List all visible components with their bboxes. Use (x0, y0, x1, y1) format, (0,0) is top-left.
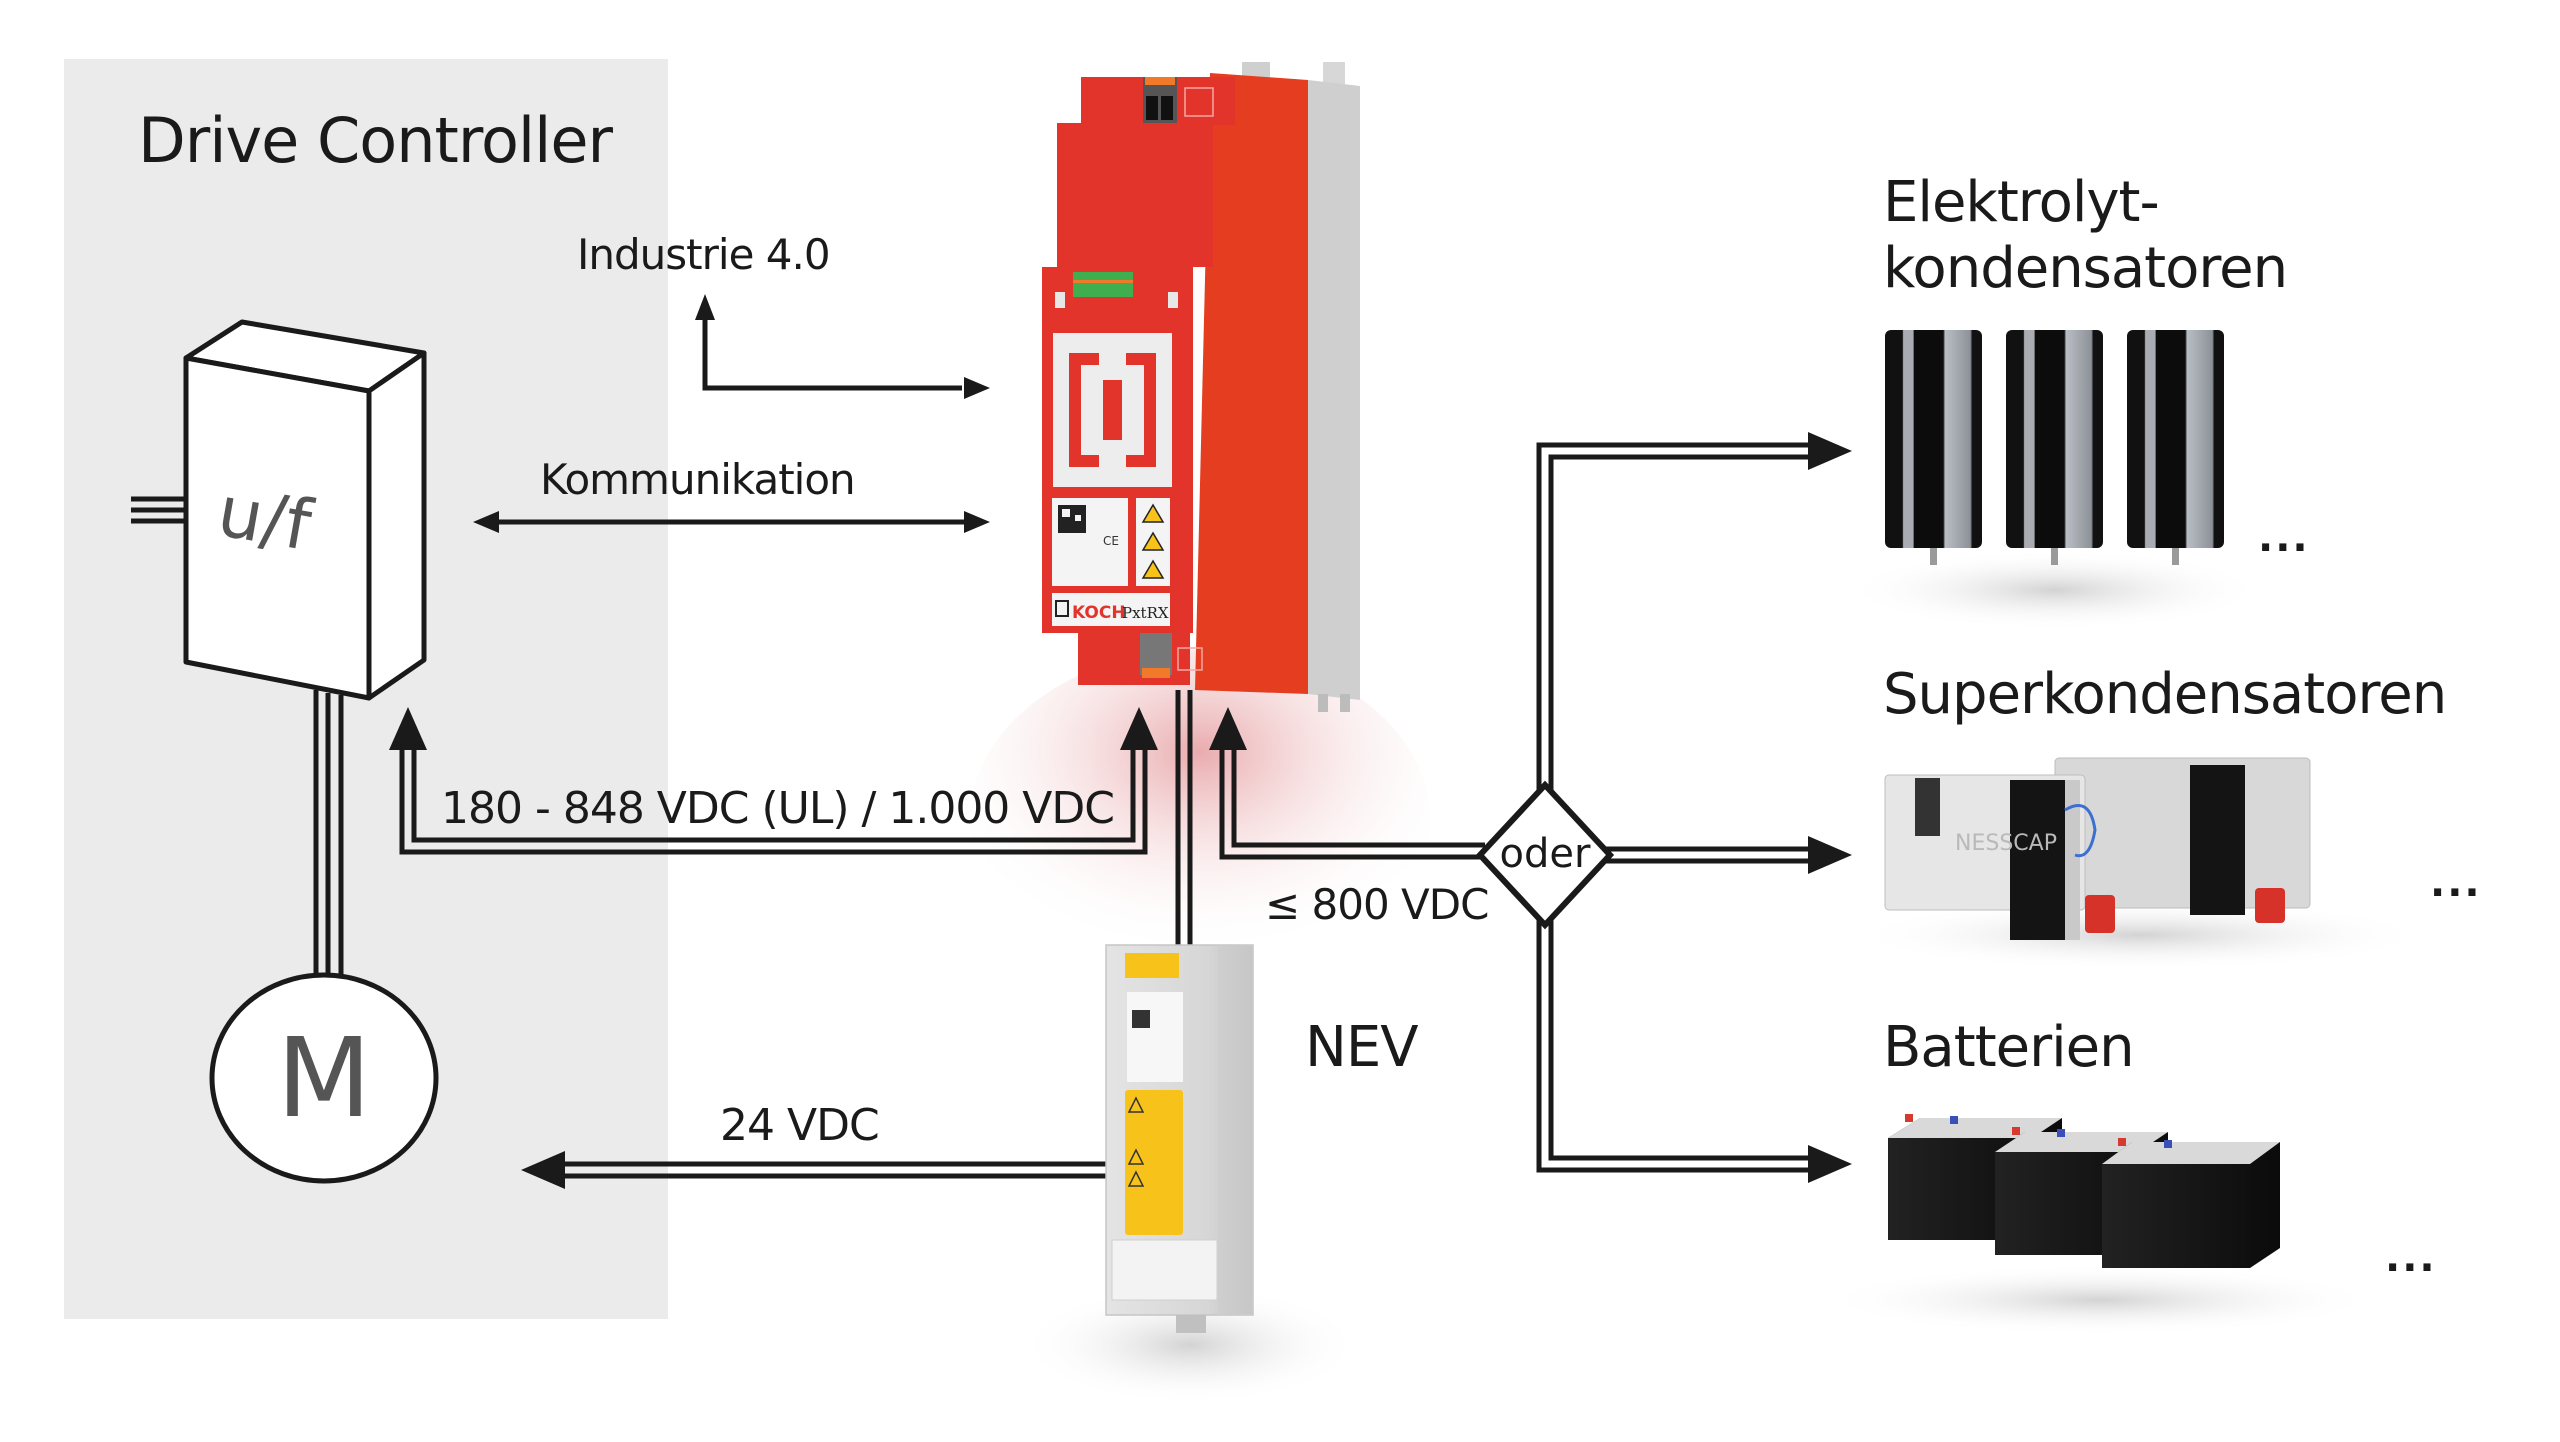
aux-24v-arrowhead (521, 1151, 565, 1189)
mains-input-lines (131, 496, 186, 524)
nev-cable (1175, 690, 1193, 945)
electrolytic-label-line2: kondensatoren (1883, 236, 2288, 301)
svg-text:CE: CE (1103, 534, 1119, 548)
battery-arrowhead (1808, 1145, 1852, 1183)
koch-pxtrx-device: CE KOCH PxtRX (1042, 62, 1360, 712)
industrie-arrow (702, 318, 962, 391)
aux-voltage-label: 24 VDC (720, 1100, 880, 1151)
dc-link-arrow (399, 745, 1148, 855)
aux-24v-arrow (560, 1161, 1108, 1179)
device-reflection (970, 650, 1430, 990)
industrie-label: Industrie 4.0 (577, 230, 831, 279)
drive-box-label: u/f (211, 470, 318, 567)
device-model: PxtRX (1122, 604, 1169, 622)
supercap-arrowhead (1808, 836, 1852, 874)
dc-link-arrowhead-left (389, 707, 427, 750)
nev-shadow (1020, 1285, 1360, 1405)
nev-label: NEV (1305, 1015, 1419, 1080)
batteries (1888, 1114, 2280, 1268)
drive-controller-title: Drive Controller (138, 104, 613, 177)
batteries-shadow (1820, 1265, 2380, 1335)
svg-text:NESSCAP: NESSCAP (1955, 831, 2057, 856)
electrolytic-capacitors (1885, 330, 2224, 565)
more-batteries-ellipsis: ... (2385, 1235, 2437, 1281)
supercapacitor-modules: NESSCAP (1884, 757, 2311, 940)
kommunikation-arrowhead-left (473, 511, 499, 533)
motor-cable (313, 690, 344, 976)
more-electrolytic-ellipsis: ... (2258, 515, 2310, 561)
motor-label: M (276, 1014, 372, 1142)
industrie-arrowhead-right (964, 377, 990, 399)
elko-arrowhead (1808, 432, 1852, 470)
batteries-label: Batterien (1883, 1015, 2135, 1080)
capacitor (1885, 330, 1982, 548)
dc-link-arrowhead-right (1120, 707, 1158, 750)
storage-voltage-label: ≤ 800 VDC (1265, 880, 1489, 929)
nev-device (1105, 944, 1254, 1333)
industrie-arrowhead-up (695, 294, 715, 320)
electrolytic-label-line1: Elektrolyt- (1883, 170, 2160, 235)
device-brand: KOCH (1072, 603, 1126, 623)
kommunikation-arrowhead-right (964, 511, 990, 533)
electrolytic-capacitors-label: Elektrolyt- kondensatoren (1883, 170, 2288, 302)
storage-arrowhead-up (1209, 707, 1247, 750)
more-supercaps-ellipsis: ... (2430, 860, 2482, 906)
capacitor (2127, 330, 2224, 548)
storage-bus (1219, 442, 1812, 1173)
drive-controller-box (183, 319, 427, 701)
motor-symbol (209, 972, 439, 1184)
caps-shadow (1845, 550, 2265, 630)
kommunikation-label: Kommunikation (540, 455, 856, 504)
or-junction-diamond (1475, 780, 1615, 930)
or-junction-label: oder (1499, 831, 1591, 878)
capacitor (2006, 330, 2103, 548)
dc-link-voltage-label: 180 - 848 VDC (UL) / 1.000 VDC (441, 783, 1115, 834)
supercapacitors-label: Superkondensatoren (1883, 662, 2447, 727)
